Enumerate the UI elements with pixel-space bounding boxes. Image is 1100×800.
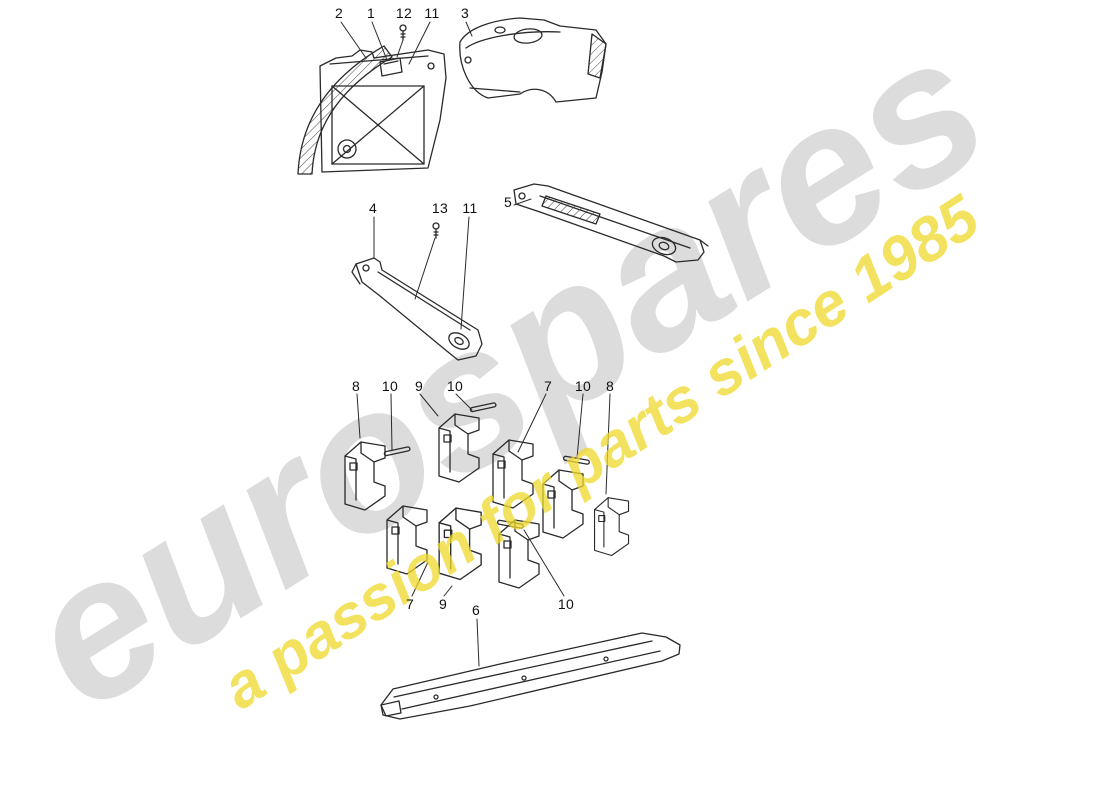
- part-3-side-panel: [459, 17, 607, 103]
- leader-line: [517, 393, 547, 453]
- part-4-brace: [351, 257, 483, 361]
- part-6-sill-rail: [380, 632, 681, 720]
- leader-line: [455, 393, 473, 411]
- leader-line: [605, 393, 611, 495]
- leader-line: [408, 21, 431, 65]
- leader-line: [340, 21, 367, 59]
- leader-line: [390, 393, 393, 451]
- part-2-seal-strip: [297, 45, 393, 175]
- bolt-icon-12: [399, 24, 407, 41]
- leader-line: [356, 393, 361, 439]
- leader-line: [419, 393, 439, 417]
- leader-line: [414, 237, 436, 300]
- leader-line: [443, 585, 453, 597]
- leader-line: [513, 198, 532, 206]
- leader-line: [396, 39, 404, 58]
- bolt-icon-13: [432, 222, 440, 239]
- part-1-side-panel: [319, 49, 447, 173]
- leader-line: [523, 529, 565, 597]
- pin-parts: [383, 402, 590, 529]
- watermark-eurospares: eurospares: [0, 0, 1022, 752]
- leader-line: [371, 21, 388, 61]
- leader-line: [476, 618, 480, 667]
- leader-line: [411, 561, 429, 597]
- leader-line: [465, 21, 473, 37]
- leader-line: [576, 393, 584, 459]
- leader-lines: [340, 21, 611, 667]
- part-5-brace: [513, 183, 709, 263]
- leader-line: [460, 216, 470, 330]
